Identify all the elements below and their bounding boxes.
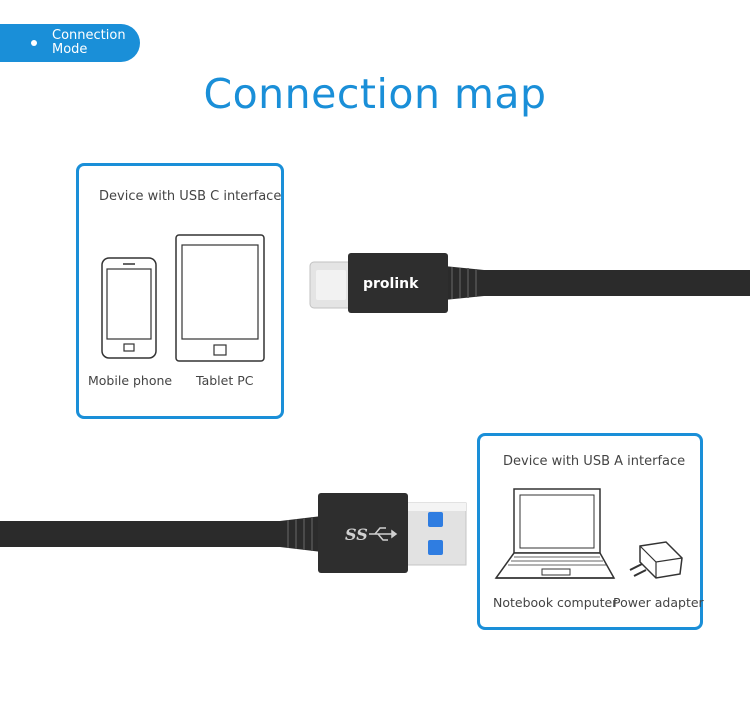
usb-a-pin-bottom bbox=[428, 540, 443, 555]
usb-superspeed-logo: SS bbox=[345, 525, 368, 544]
usb-c-cable: prolink bbox=[309, 253, 750, 313]
tablet-label: Tablet PC bbox=[196, 373, 254, 388]
badge-line-2: Mode bbox=[52, 42, 88, 57]
badge-bullet-icon bbox=[31, 40, 37, 46]
power-adapter-icon bbox=[629, 541, 683, 579]
tablet-icon bbox=[175, 234, 265, 362]
usb-a-housing bbox=[318, 493, 408, 573]
mobile-phone-label: Mobile phone bbox=[88, 373, 173, 388]
power-adapter-label: Power adapter bbox=[613, 595, 704, 610]
usb-c-brand-label: prolink bbox=[363, 276, 419, 292]
badge-line-1: Connection bbox=[52, 28, 126, 43]
usb-c-device-panel: Device with USB C interface Mobile phone… bbox=[76, 163, 284, 419]
laptop-icon bbox=[494, 488, 616, 579]
usb-a-panel-heading: Device with USB A interface bbox=[503, 454, 686, 469]
usb-trident-icon bbox=[369, 527, 398, 541]
mobile-phone-icon bbox=[101, 257, 157, 359]
laptop-label: Notebook computer bbox=[493, 595, 618, 610]
usb-c-panel-heading: Device with USB C interface bbox=[99, 189, 282, 204]
page-title: Connection map bbox=[203, 70, 547, 118]
usb-a-device-panel: Device with USB A interface Notebook com… bbox=[477, 433, 704, 630]
usb-a-pin-top bbox=[428, 512, 443, 527]
usb-a-cable: SS bbox=[0, 493, 467, 573]
section-badge: Connection Mode bbox=[0, 24, 140, 62]
usb-c-housing bbox=[348, 253, 448, 313]
